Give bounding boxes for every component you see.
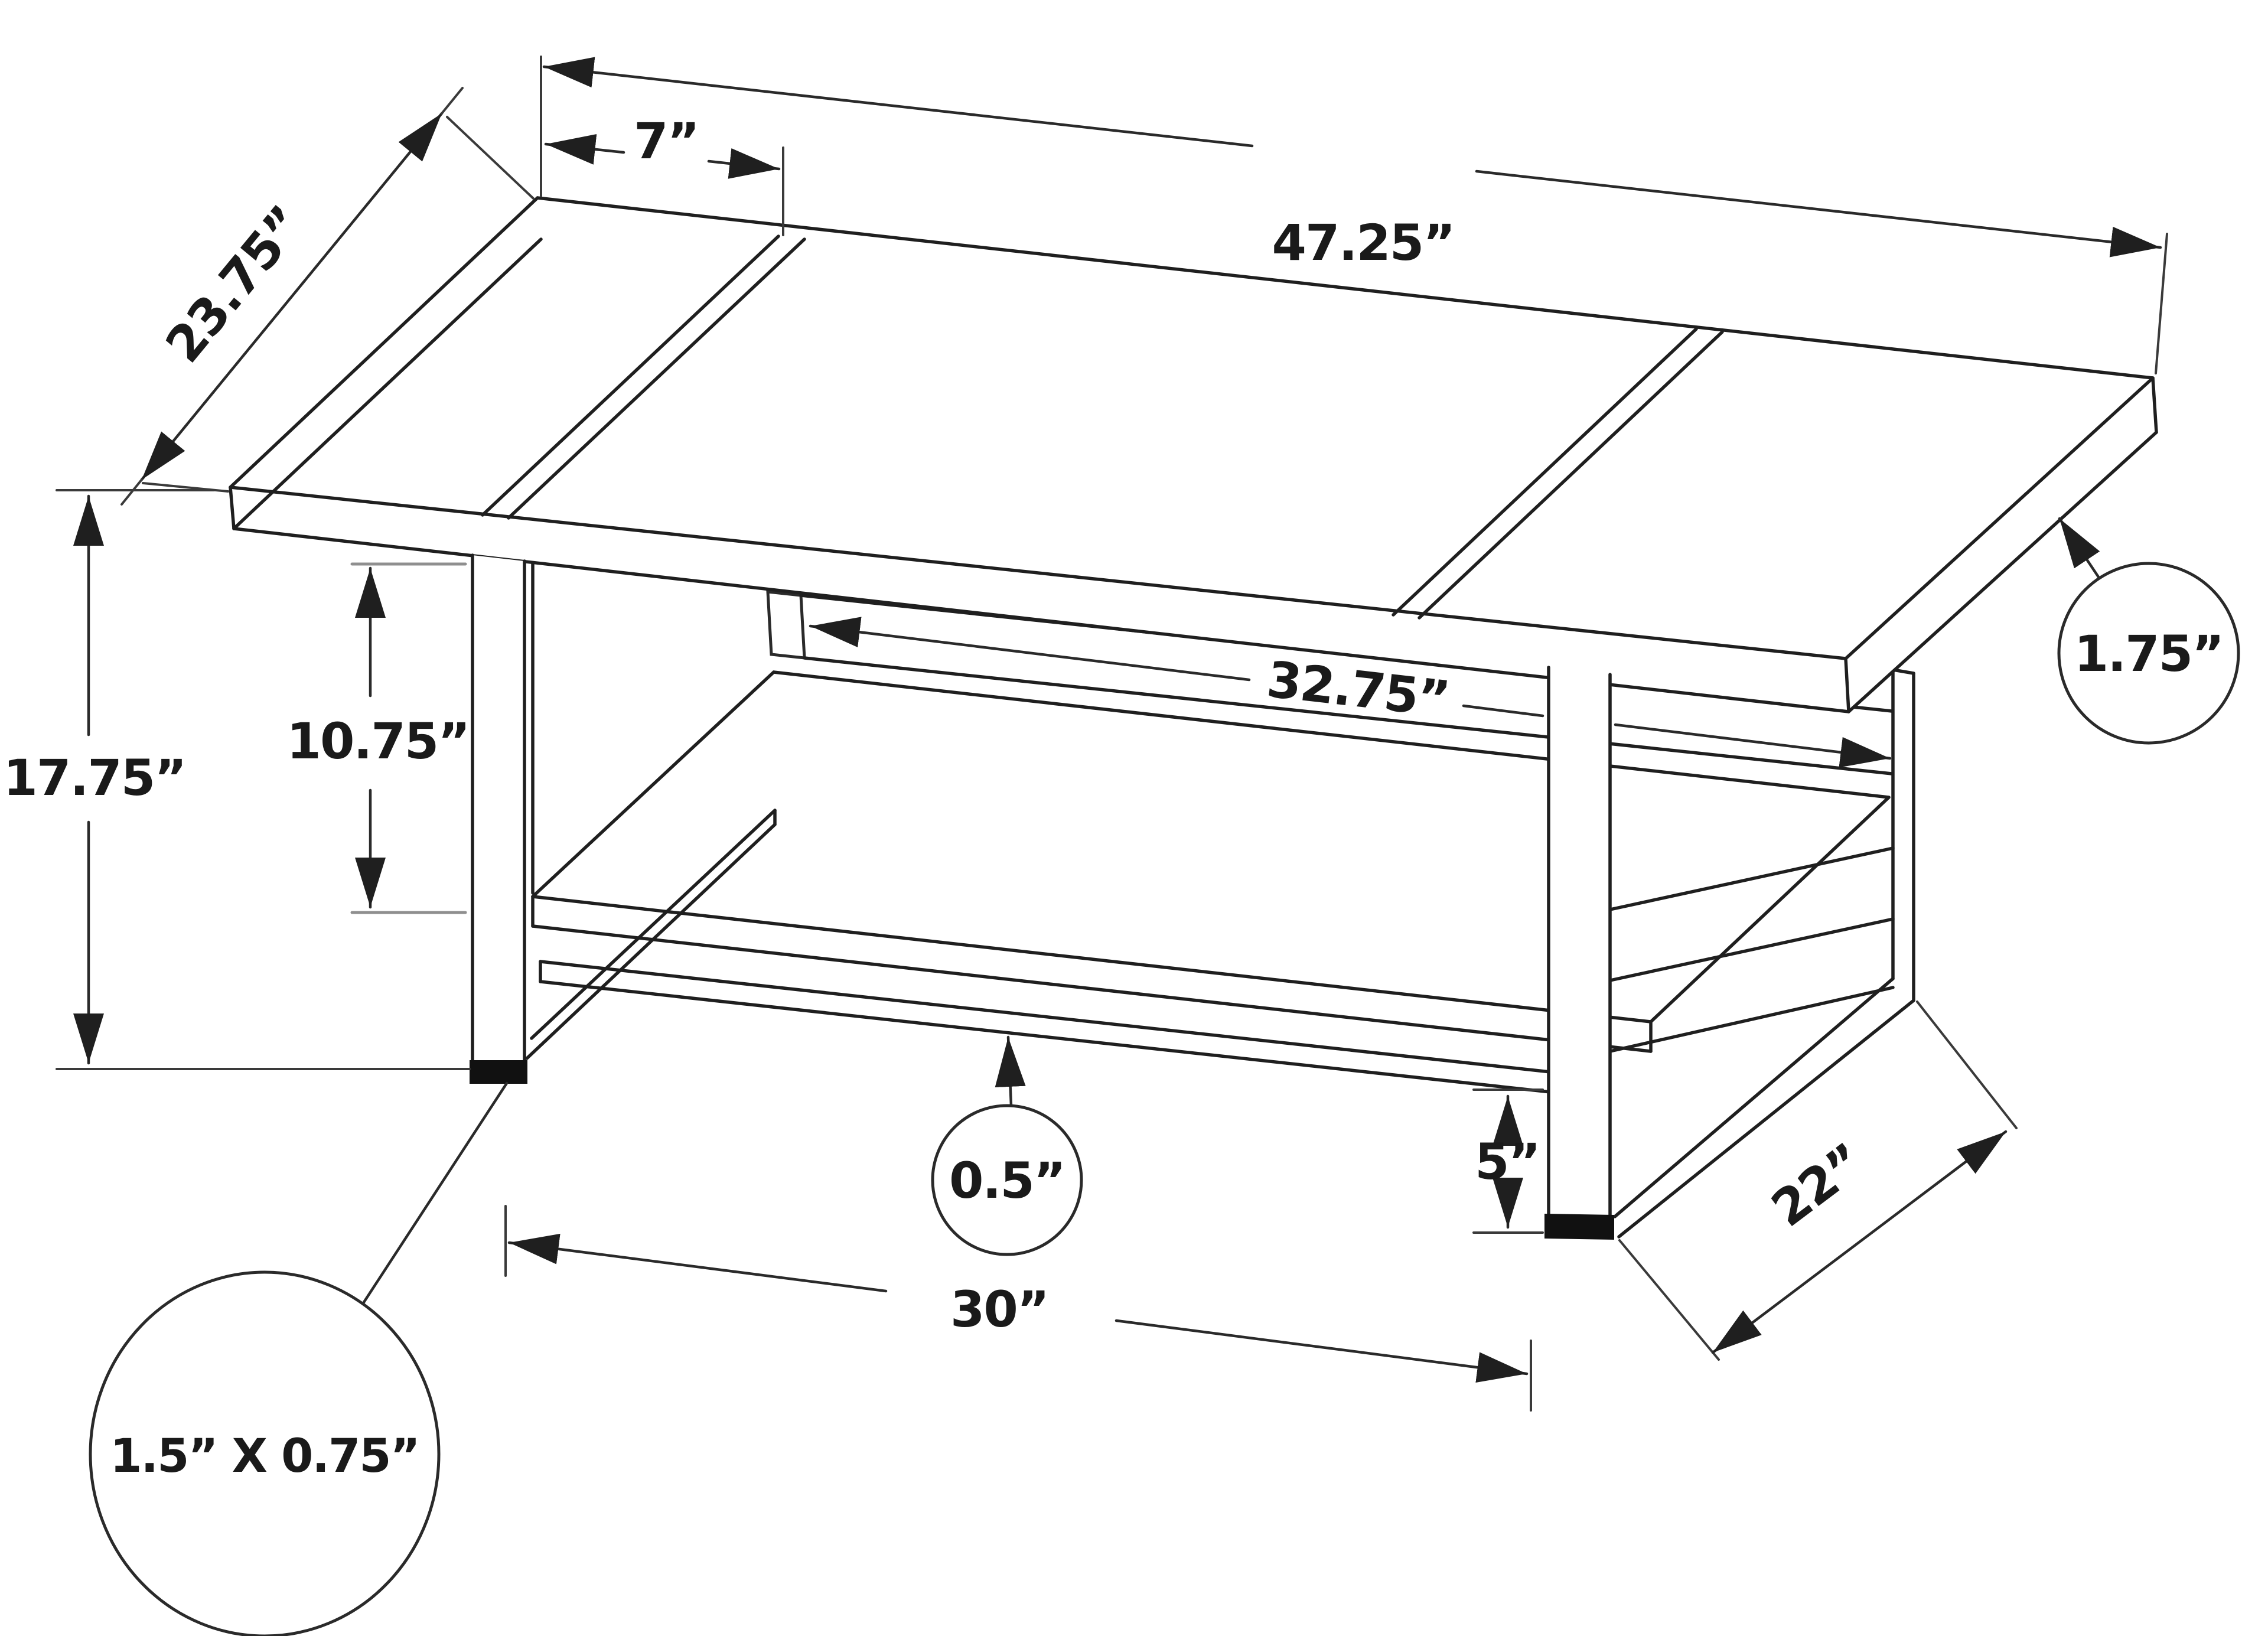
- stretcher-end-cap: [766, 590, 806, 660]
- dimension-side-depth: 22”: [1618, 1000, 2018, 1361]
- tabletop: [229, 196, 2158, 713]
- plank-joint: [507, 237, 806, 520]
- callout-frame-thickness: 0.5”: [931, 1035, 1083, 1256]
- dimension-plank-offset: 7”: [544, 112, 784, 236]
- dim-leg-span-label: 30”: [950, 1280, 1048, 1338]
- dimension-frame-to-floor: 5”: [1472, 1089, 1544, 1234]
- table-drawing: [229, 196, 2158, 1240]
- plank-joint: [1418, 330, 1724, 620]
- dimension-overall-height: 17.75”: [4, 489, 471, 1070]
- dim-leg-profile-label: 1.5” X 0.75”: [110, 1430, 419, 1483]
- callout-top-thickness: 1.75”: [2057, 517, 2240, 745]
- plank-joint: [481, 234, 780, 517]
- dim-top-length-label: 47.25”: [1272, 214, 1455, 272]
- left-leg-foot-pad: [470, 1060, 527, 1084]
- right-leg-foot-pad: [1544, 1213, 1614, 1240]
- dim-side-depth-label: 22”: [1761, 1133, 1875, 1238]
- dim-shelf-clearance-label: 10.75”: [287, 712, 470, 770]
- sled-runner: [1613, 977, 1895, 1218]
- plank-joint: [1392, 327, 1698, 617]
- right-side-frame: [1608, 668, 1915, 1239]
- dim-top-thickness-label: 1.75”: [2074, 625, 2223, 683]
- side-slat: [1608, 986, 1895, 1053]
- dimension-top-length: 47.25”: [540, 56, 2168, 374]
- left-side-frame: [525, 562, 777, 1060]
- side-slat: [1608, 846, 1895, 911]
- sled-runner: [1617, 999, 1915, 1239]
- dimension-shelf-clearance: 10.75”: [287, 562, 470, 914]
- left-leg: [470, 553, 527, 1084]
- dim-frame-thickness-label: 0.5”: [949, 1152, 1065, 1210]
- lower-shelf: [531, 670, 1891, 1053]
- dim-frame-to-floor-label: 5”: [1475, 1133, 1540, 1191]
- dim-top-depth-label: 23.75”: [155, 195, 315, 373]
- dim-overall-height-label: 17.75”: [4, 749, 186, 807]
- dimension-leg-span: 30”: [504, 1205, 1532, 1412]
- callout-leg-profile: 1.5” X 0.75”: [89, 1081, 509, 1636]
- dimension-annotations: 23.75” 7” 47.25” 17.75”: [4, 56, 2240, 1636]
- side-slat: [1608, 917, 1895, 982]
- shelf-frame-rail: [539, 960, 1552, 1094]
- right-leg: [1544, 666, 1614, 1240]
- dim-plank-offset-label: 7”: [634, 112, 699, 170]
